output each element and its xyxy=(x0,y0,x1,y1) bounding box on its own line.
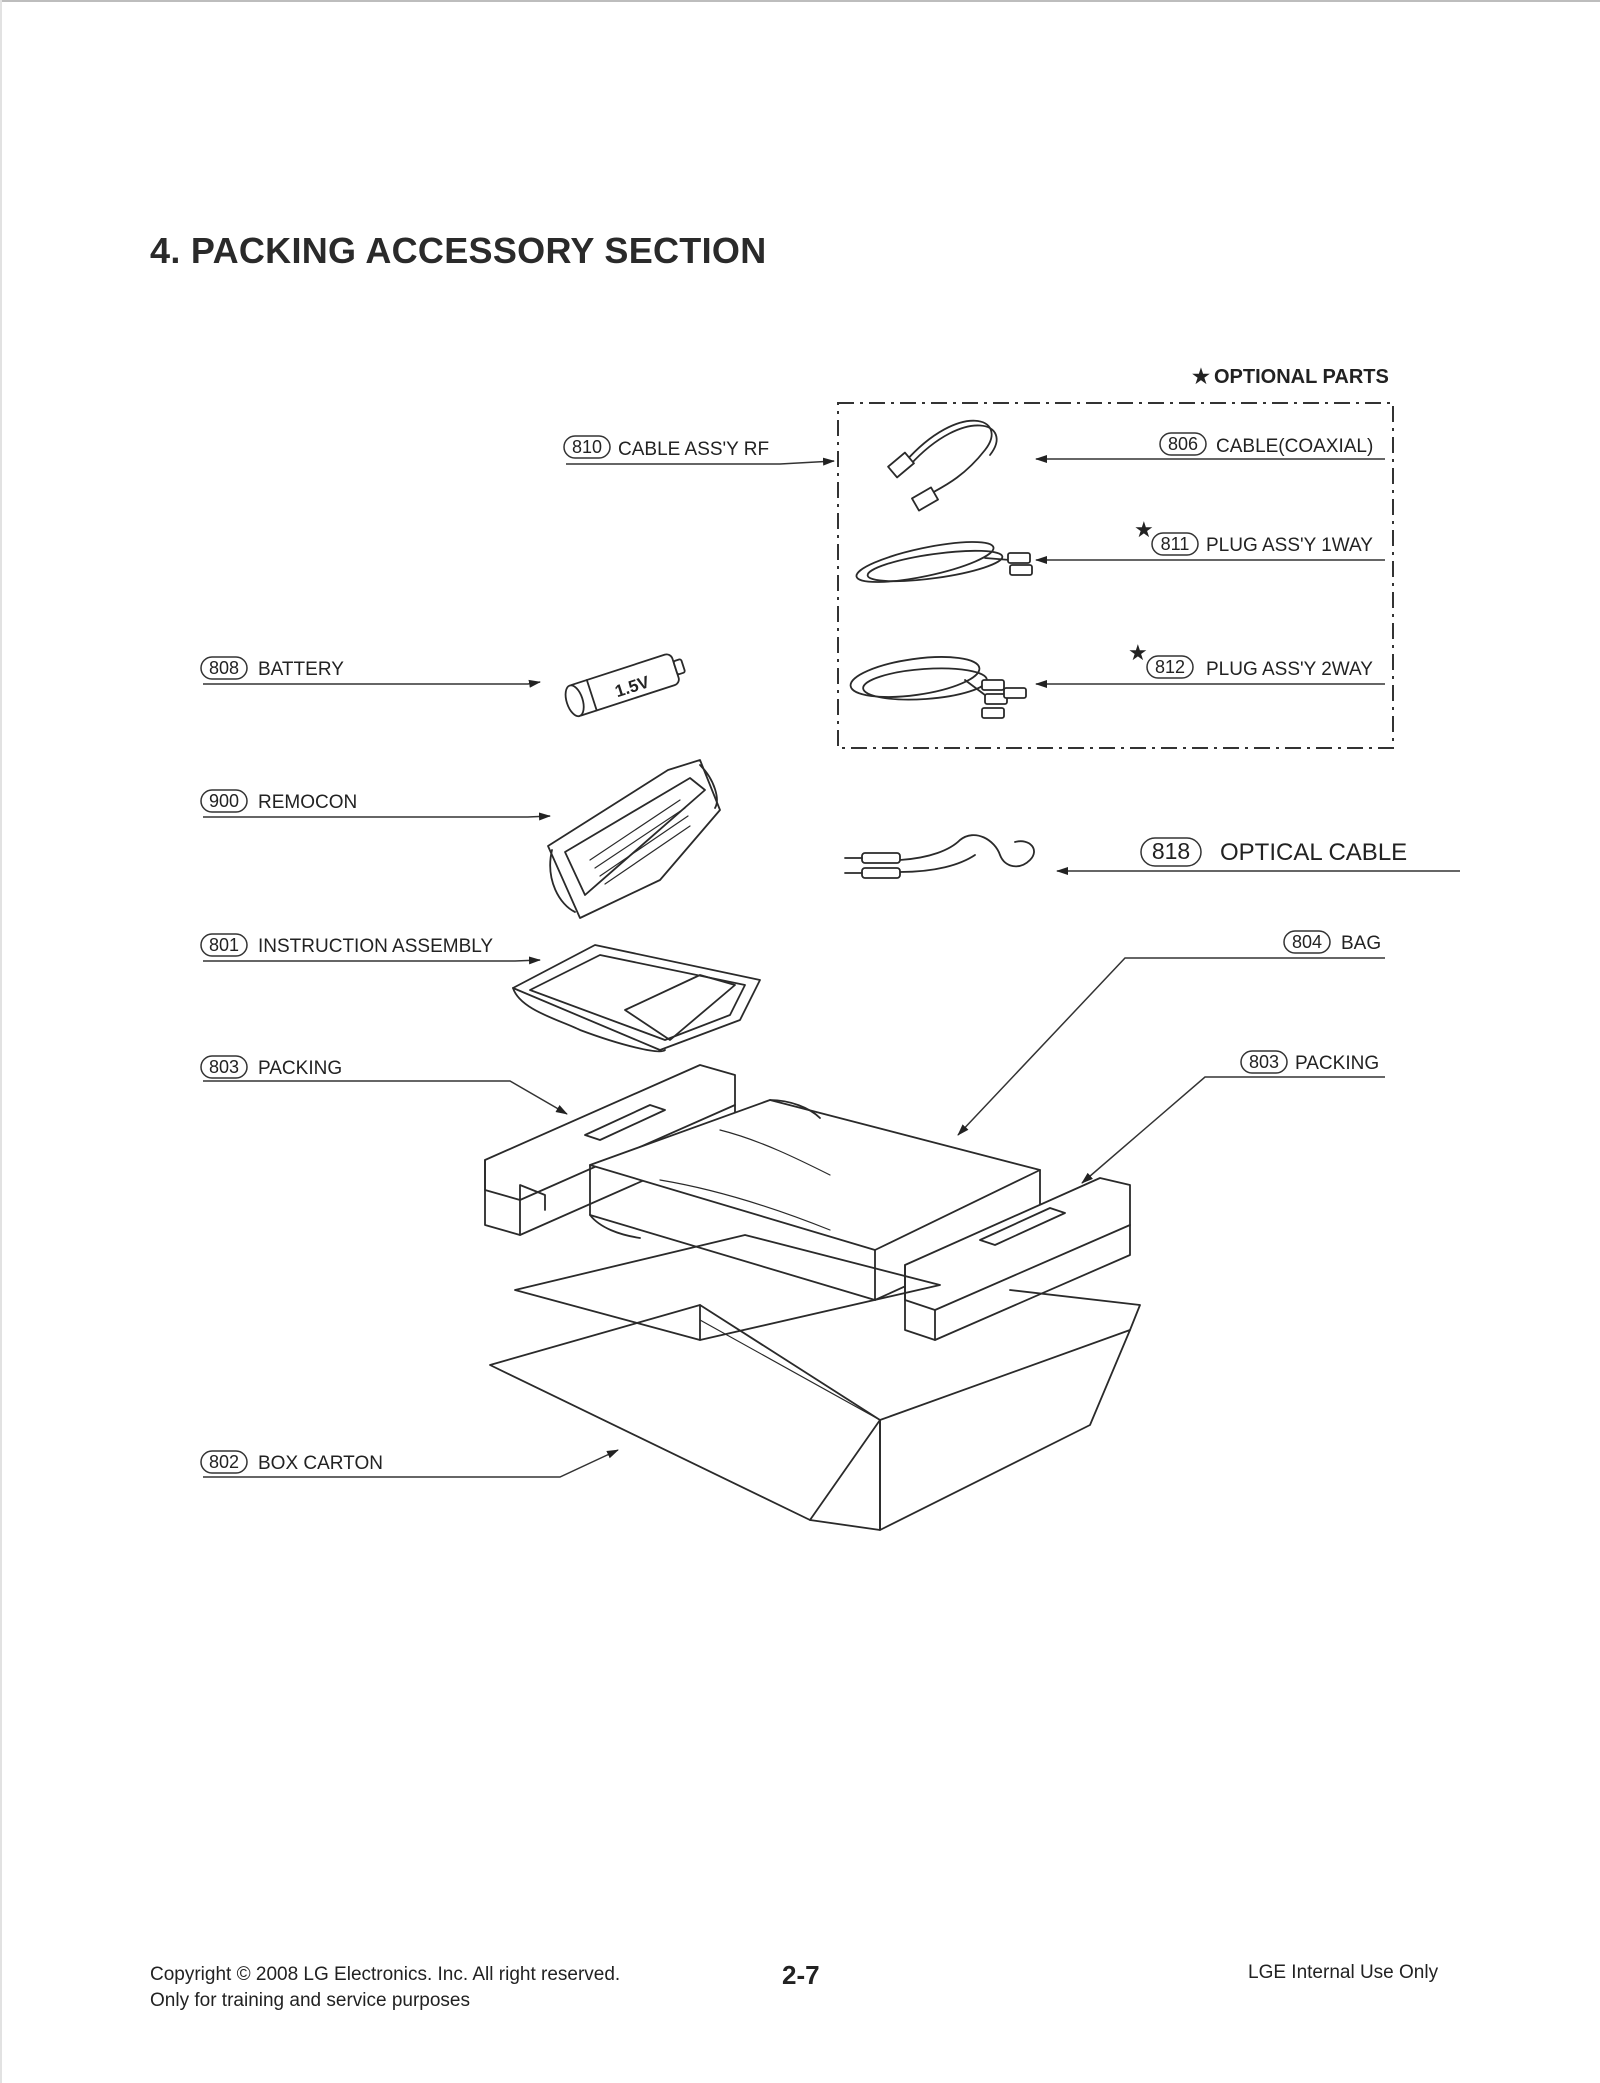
callout-801: 801 INSTRUCTION ASSEMBLY xyxy=(200,933,541,965)
optional-parts-label: OPTIONAL PARTS xyxy=(1214,366,1389,388)
packing-foam-right-illustration xyxy=(904,1177,1131,1341)
callout-number: 803 xyxy=(1249,1052,1279,1072)
callout-number: 801 xyxy=(209,935,239,955)
callout-900: 900 REMOCON xyxy=(200,789,551,821)
callout-number-badge xyxy=(1140,837,1202,867)
rf-cable-illustration xyxy=(887,419,998,512)
bagged-unit-illustration xyxy=(589,1099,1041,1301)
callout-label: BATTERY xyxy=(258,659,344,680)
callout-number-badge xyxy=(1151,532,1199,556)
section-title: 4. PACKING ACCESSORY SECTION xyxy=(150,230,767,271)
callout-label: CABLE(COAXIAL) xyxy=(1216,436,1373,457)
footer-copyright-block: Copyright © 2008 LG Electronics. Inc. Al… xyxy=(150,1962,620,2014)
instruction-assembly-illustration xyxy=(512,944,761,1053)
callout-803-right: 803 PACKING xyxy=(1081,1050,1385,1184)
callout-number: 812 xyxy=(1155,657,1185,677)
star-icon: ★ xyxy=(1134,517,1154,542)
callout-818: 818 OPTICAL CABLE xyxy=(1056,837,1460,875)
callout-number-badge xyxy=(200,1055,248,1079)
callout-number-badge xyxy=(200,933,248,957)
footer-internal-use: LGE Internal Use Only xyxy=(1248,1962,1439,1983)
callout-number: 808 xyxy=(209,658,239,678)
callout-label: BOX CARTON xyxy=(258,1453,383,1474)
callout-label: INSTRUCTION ASSEMBLY xyxy=(258,936,493,957)
callout-number-badge xyxy=(1240,1050,1288,1074)
callout-808: 808 BATTERY xyxy=(200,656,541,688)
callout-label: PLUG ASS'Y 2WAY xyxy=(1206,659,1373,680)
leader-line xyxy=(203,679,541,688)
leader-line xyxy=(203,1080,568,1115)
callout-802: 802 BOX CARTON xyxy=(200,1449,619,1478)
callout-number: 806 xyxy=(1168,434,1198,454)
box-carton-illustration xyxy=(489,1234,1141,1531)
leader-line xyxy=(203,812,551,821)
footer-purpose: Only for training and service purposes xyxy=(150,1990,470,2011)
remote-control-illustration xyxy=(547,759,721,919)
callout-number-badge xyxy=(1146,655,1194,679)
plug-2way-cable-illustration xyxy=(849,656,1027,719)
callout-number-badge xyxy=(1283,930,1331,954)
callout-number: 900 xyxy=(209,791,239,811)
callout-804: 804 BAG xyxy=(957,930,1385,1136)
top-border xyxy=(0,0,1600,2)
callout-number: 811 xyxy=(1161,534,1190,554)
optional-parts-legend: ★ OPTIONAL PARTS xyxy=(1192,366,1389,388)
callout-806: 806 CABLE(COAXIAL) xyxy=(1035,432,1385,463)
battery-illustration xyxy=(564,653,686,718)
leader-line xyxy=(203,956,541,965)
callout-label: PACKING xyxy=(1295,1053,1379,1074)
star-icon: ★ xyxy=(1128,640,1148,665)
callout-number: 810 xyxy=(572,437,602,457)
callout-number: 802 xyxy=(209,1452,239,1472)
callout-number-badge xyxy=(563,435,611,459)
leader-line xyxy=(203,1449,619,1478)
plug-1way-cable-illustration xyxy=(855,541,1033,583)
callout-label: BAG xyxy=(1341,933,1381,954)
callout-811: ★ 811 PLUG ASS'Y 1WAY xyxy=(1035,517,1385,564)
leader-line xyxy=(957,957,1385,1136)
callout-number: 818 xyxy=(1152,838,1190,864)
footer-copyright: Copyright © 2008 LG Electronics. Inc. Al… xyxy=(150,1964,621,1985)
callout-number-badge xyxy=(200,1450,248,1474)
left-border xyxy=(0,0,2,2083)
callout-803-left: 803 PACKING xyxy=(200,1055,568,1115)
callout-810: 810 CABLE ASS'Y RF xyxy=(563,435,835,466)
callout-label: REMOCON xyxy=(258,792,357,813)
leader-line xyxy=(566,457,835,466)
callout-number-badge xyxy=(200,789,248,813)
leader-line xyxy=(1081,1076,1385,1184)
callout-number: 803 xyxy=(209,1057,239,1077)
callout-number-badge xyxy=(200,656,248,680)
callout-label: PLUG ASS'Y 1WAY xyxy=(1206,535,1373,556)
star-icon: ★ xyxy=(1192,366,1210,388)
page-number: 2-7 xyxy=(782,1960,820,1990)
callout-number-badge xyxy=(1159,432,1207,456)
optical-cable-illustration xyxy=(844,834,1035,879)
callout-number: 804 xyxy=(1292,932,1322,952)
optional-parts-frame xyxy=(837,402,1394,749)
callout-label: OPTICAL CABLE xyxy=(1220,839,1407,866)
callout-812: ★ 812 PLUG ASS'Y 2WAY xyxy=(1035,640,1385,688)
callout-label: PACKING xyxy=(258,1058,342,1079)
callout-label: CABLE ASS'Y RF xyxy=(618,439,769,460)
